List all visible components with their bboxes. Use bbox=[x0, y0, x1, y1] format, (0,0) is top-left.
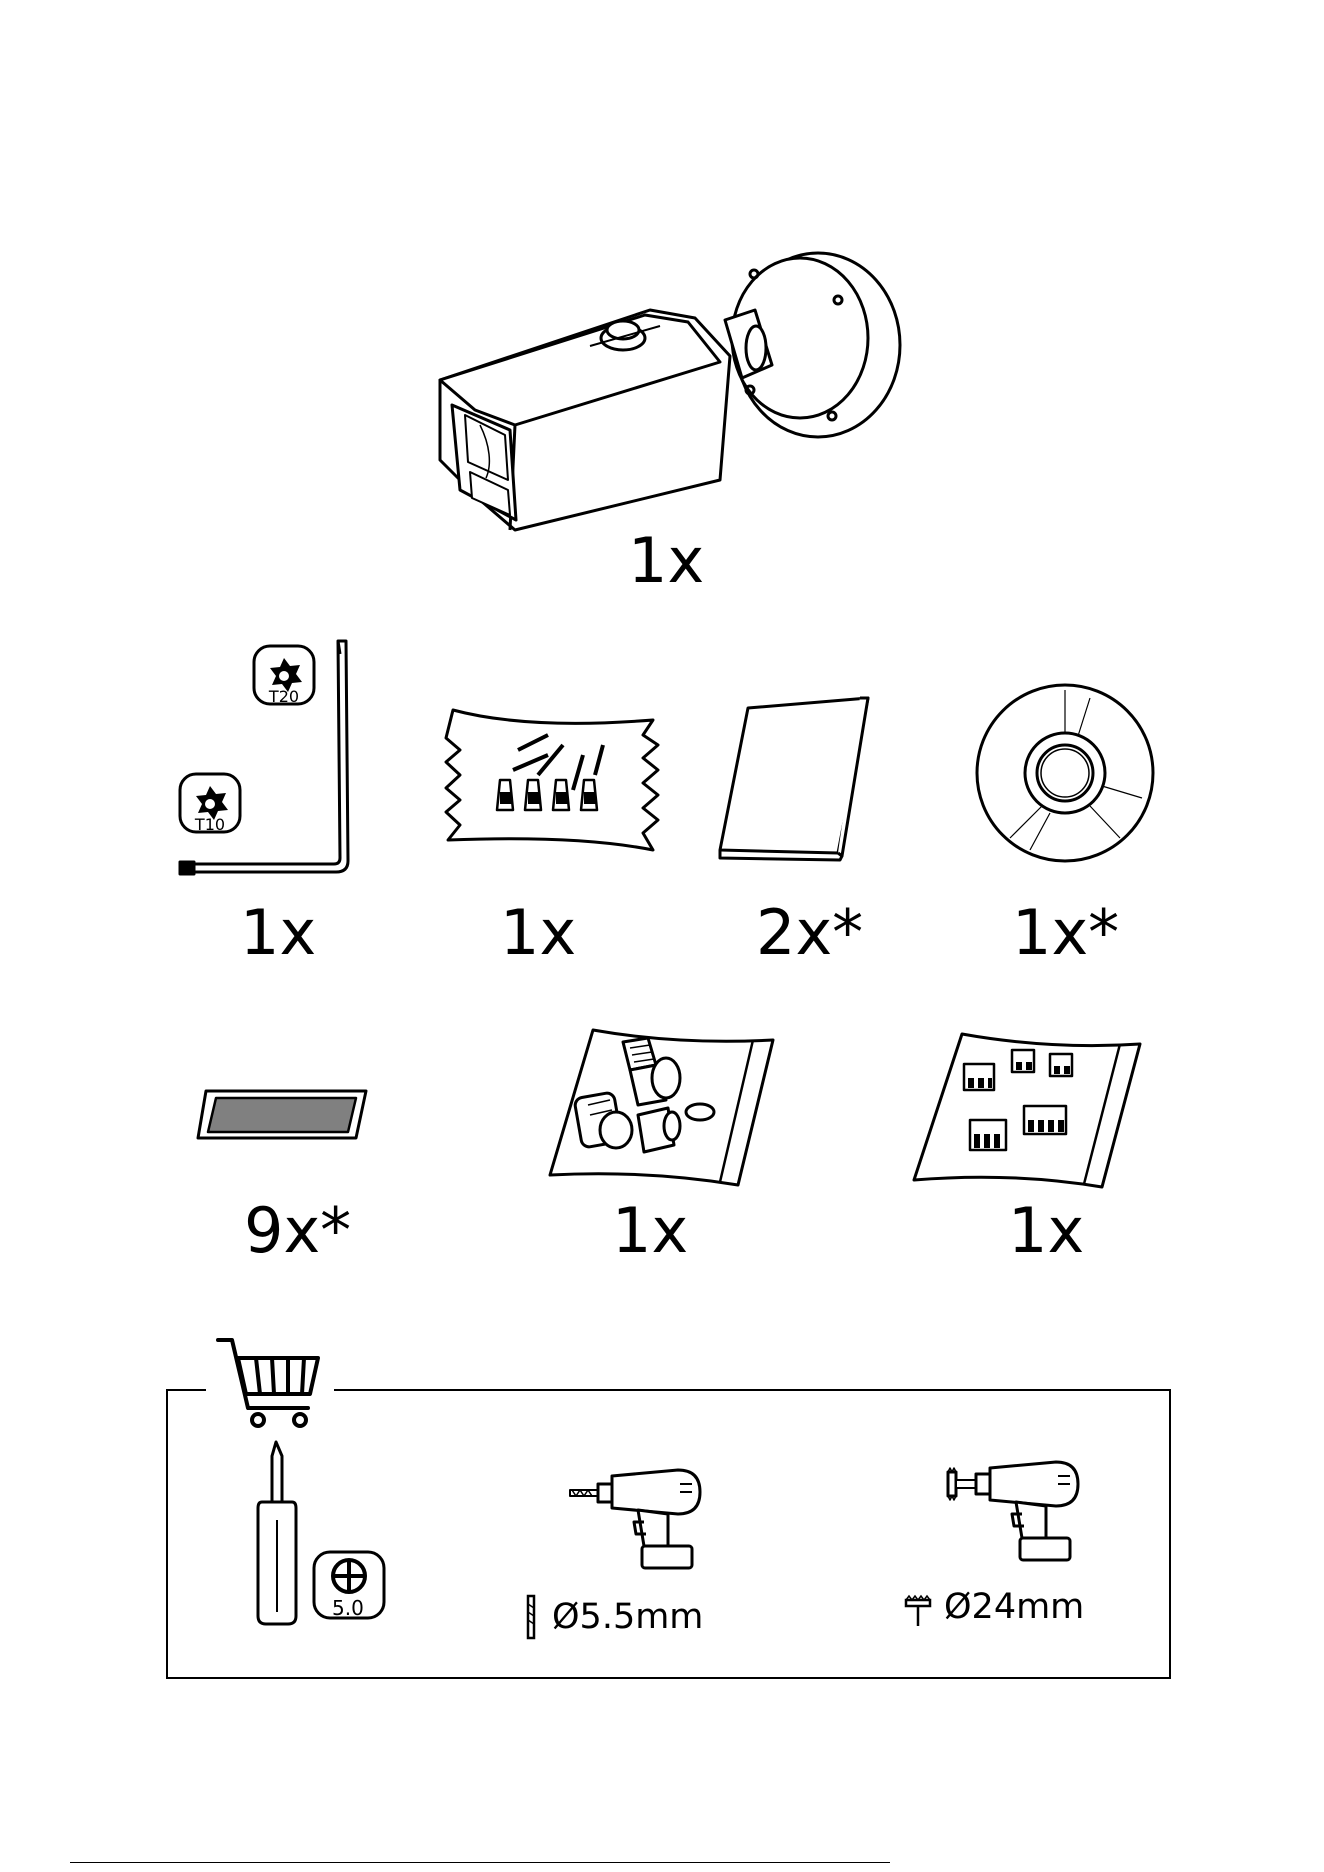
bullet-camera-icon bbox=[420, 230, 910, 540]
disc-quantity: 1x* bbox=[1012, 902, 1119, 964]
disc-icon bbox=[970, 678, 1170, 878]
screw-bag-icon bbox=[438, 700, 668, 860]
screwdriver-size-label: 5.0 bbox=[332, 1598, 364, 1618]
page-bottom-rule bbox=[70, 1862, 890, 1863]
torx-t10-label: T10 bbox=[194, 815, 225, 834]
terminal-block-bag-quantity: 1x bbox=[1008, 1200, 1084, 1262]
power-drill-icon bbox=[568, 1462, 708, 1572]
torx-t20-label: T20 bbox=[268, 687, 299, 706]
terminal-block-bag-icon bbox=[912, 1022, 1142, 1202]
drill-bit-icon bbox=[524, 1594, 538, 1640]
camera-quantity: 1x bbox=[628, 530, 704, 592]
torx-key-icon: T20 T10 bbox=[170, 636, 360, 876]
screw-bag-quantity: 1x bbox=[500, 902, 576, 964]
adhesive-pad-icon bbox=[196, 1086, 376, 1146]
manual-quantity: 2x* bbox=[756, 902, 863, 964]
hole-saw-drill-icon bbox=[946, 1454, 1086, 1564]
drill-bit-size-label: Ø5.5mm bbox=[552, 1600, 703, 1635]
phillips-screwdriver-icon bbox=[252, 1440, 402, 1630]
hole-saw-size-label: Ø24mm bbox=[944, 1590, 1084, 1625]
shopping-cart-icon bbox=[206, 1330, 334, 1430]
cable-gland-bag-icon bbox=[548, 1020, 778, 1200]
torx-key-quantity: 1x bbox=[240, 902, 316, 964]
adhesive-pad-quantity: 9x* bbox=[244, 1200, 351, 1262]
hole-saw-icon bbox=[904, 1594, 932, 1628]
cable-gland-bag-quantity: 1x bbox=[612, 1200, 688, 1262]
manual-icon bbox=[718, 688, 878, 868]
